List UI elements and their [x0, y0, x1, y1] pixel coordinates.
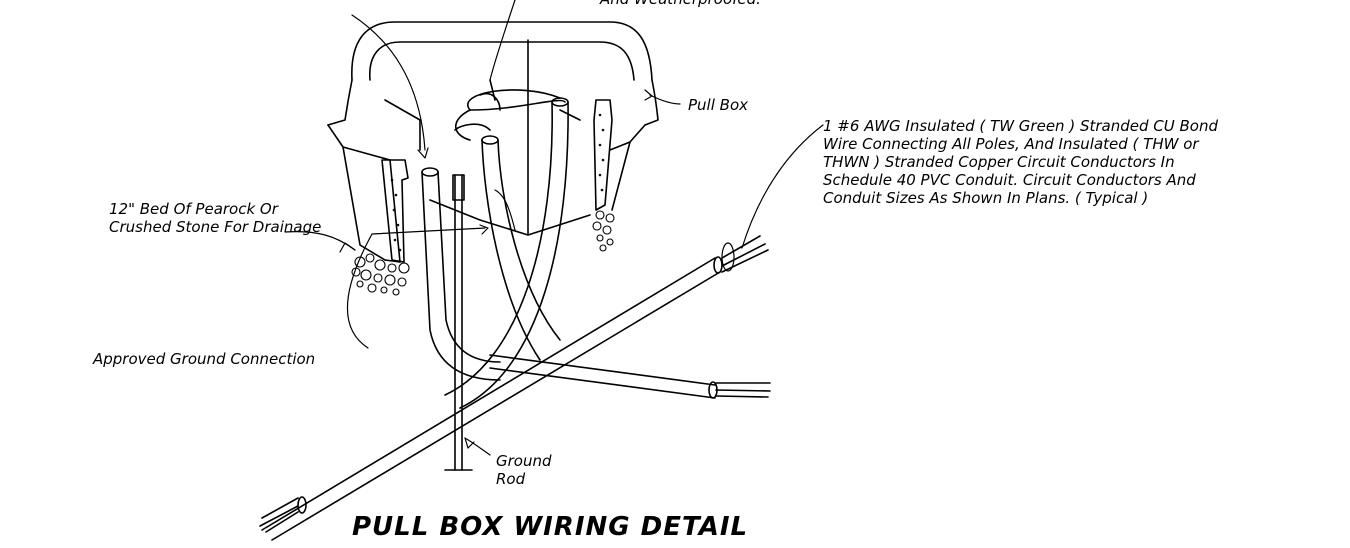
bed-line-2: Crushed Stone For Drainage: [109, 218, 322, 236]
label-pull-box: Pull Box: [688, 96, 748, 114]
bond-wire-line-2: Wire Connecting All Poles, And Insulated…: [823, 135, 1199, 153]
conduits: [259, 97, 771, 541]
bond-wire-line-4: Schedule 40 PVC Conduit. Circuit Conduct…: [823, 171, 1196, 189]
label-bond-wire: 1 #6 AWG Insulated ( TW Green ) Stranded…: [823, 117, 1218, 207]
bond-wire-line-5: Conduit Sizes As Shown In Plans. ( Typic…: [823, 189, 1149, 207]
drawing-title: PULL BOX WIRING DETAIL: [352, 512, 749, 542]
label-drainage-bed: 12" Bed Of Pearock Or Crushed Stone For …: [109, 200, 321, 236]
ground-rod: [444, 174, 473, 471]
leader-lines: [284, 0, 824, 456]
ground-rod-line-2: Rod: [496, 470, 526, 488]
bed-line-1: 12" Bed Of Pearock Or: [109, 200, 278, 218]
bond-wire-line-1: 1 #6 AWG Insulated ( TW Green ) Stranded…: [823, 117, 1218, 135]
concrete-wall-cut: [381, 99, 613, 263]
gravel-bed: [351, 210, 615, 296]
ground-rod-line-1: Ground: [496, 452, 552, 470]
label-top-partial: And Weatherproofed.: [600, 0, 761, 8]
pull-box: [327, 21, 659, 263]
label-ground-rod: Ground Rod: [496, 452, 552, 488]
bond-wire-line-3: THWN ) Stranded Copper Circuit Conductor…: [823, 153, 1175, 171]
label-ground-connection: Approved Ground Connection: [93, 350, 316, 368]
wires: [454, 79, 566, 141]
